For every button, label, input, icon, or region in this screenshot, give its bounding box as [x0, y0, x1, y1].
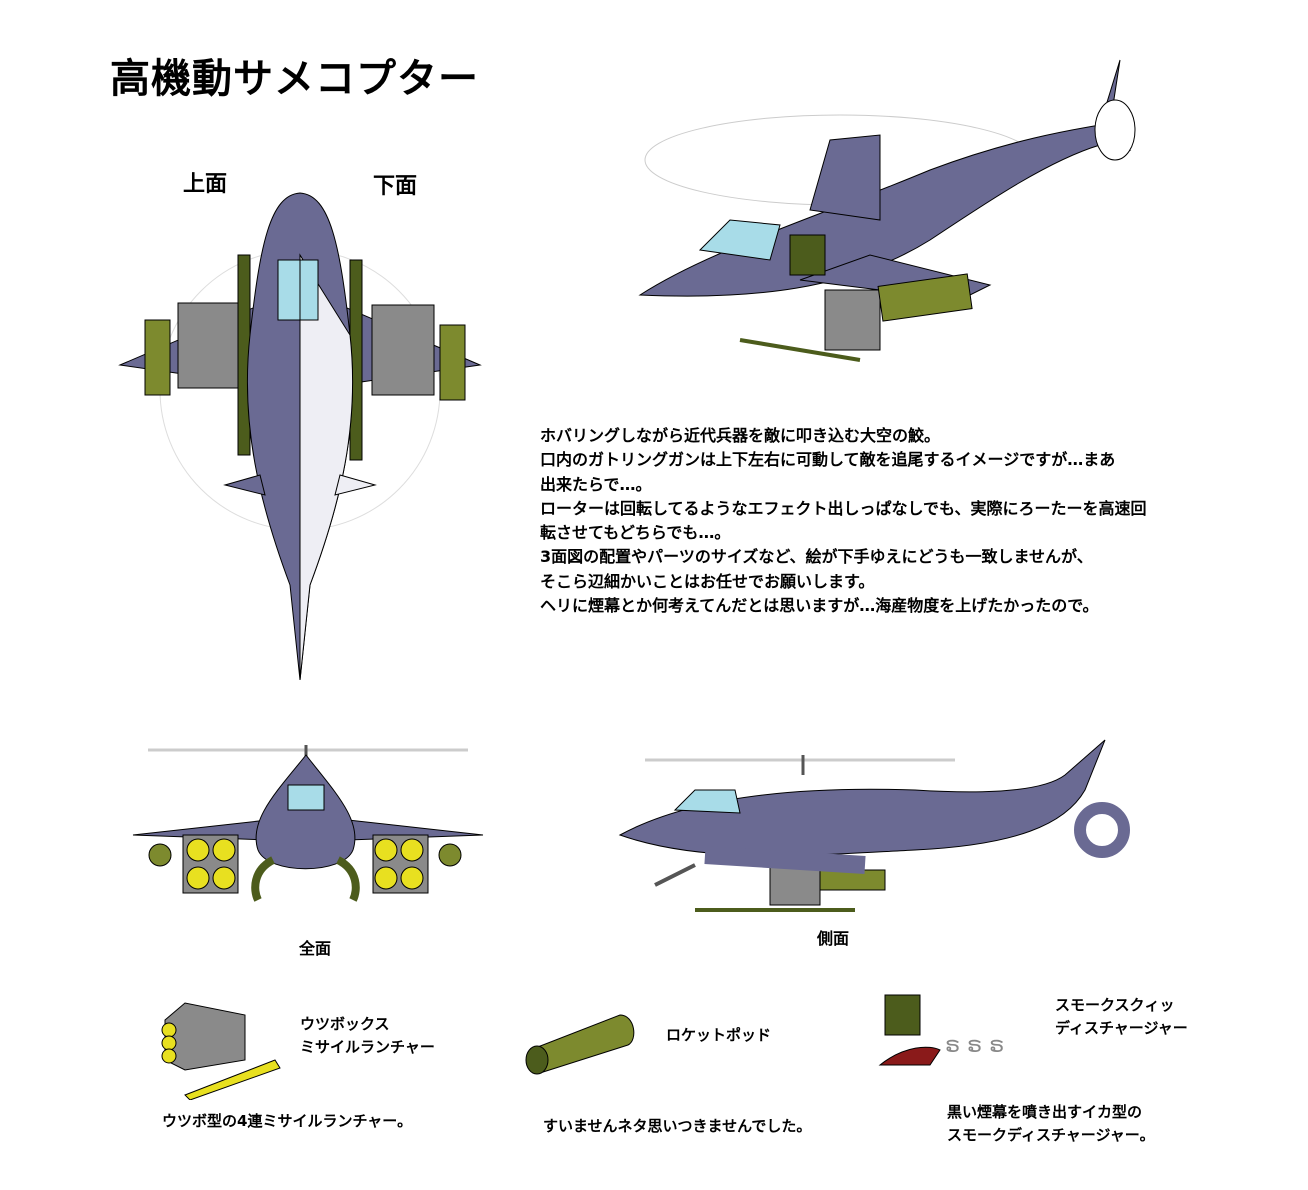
description-line: ヘリに煙幕とか何考えてんだとは思いますが…海産物度を上げたかったので。: [540, 596, 1099, 616]
part-name-line: ミサイルランチャー: [300, 1038, 435, 1056]
side-view-label: 側面: [817, 929, 850, 948]
top-bottom-view-drawing: [118, 192, 482, 681]
part-name-line: ディスチャージャー: [1055, 1019, 1188, 1037]
part-name-line: ウツボックス: [300, 1015, 390, 1033]
description-line: 3面図の配置やパーツのサイズなど、絵が下手ゆえにどうも一致しませんが、: [540, 547, 1093, 567]
part-name-smoke-squid-discharger: スモークスクィッ ディスチャージャー: [1055, 994, 1188, 1040]
description-line: そこら辺細かいことはお任せでお願いします。: [540, 571, 875, 591]
description-line: 出来たらで…。: [540, 474, 652, 494]
description-line: ホバリングしながら近代兵器を敵に叩き込む大空の鮫。: [540, 426, 941, 445]
rocket-pod-drawing: [525, 1014, 635, 1075]
top-view-label: 上面: [183, 172, 228, 197]
part-caption: ウツボ型の4連ミサイルランチャー。: [162, 1112, 413, 1130]
front-view-label: 全面: [299, 939, 332, 958]
smoke-squid-drawing: ຣ ຣ ຣ: [878, 994, 1004, 1066]
missile-launcher-drawing: [161, 1002, 281, 1100]
page-title: 高機動サメコプター: [110, 56, 479, 102]
perspective-view-drawing: [638, 59, 1136, 362]
part-name-line: スモークスクィッ: [1055, 996, 1175, 1014]
description-line: 転させてもどちらでも…。: [540, 523, 731, 543]
front-view-drawing: [132, 745, 484, 902]
description-line: ローターは回転してるようなエフェクト出しっぱなしでも、実際にろーたーを高速回: [540, 498, 1147, 518]
bottom-view-label: 下面: [373, 174, 418, 199]
part-caption-line: 黒い煙幕を噴き出すイカ型の: [947, 1103, 1143, 1121]
svg-text:ຣ ຣ ຣ: ຣ ຣ ຣ: [945, 1033, 1004, 1058]
description-line: 口内のガトリングガンは上下左右に可動して敵を追尾するイメージですが…まあ: [540, 450, 1116, 470]
part-name-rocket-pod: ロケットポッド: [666, 1026, 772, 1044]
part-name-moray-missile-launcher: ウツボックス ミサイルランチャー: [300, 1013, 435, 1059]
part-caption-line: スモークディスチャージャー。: [947, 1126, 1155, 1144]
part-caption: 黒い煙幕を噴き出すイカ型の スモークディスチャージャー。: [947, 1101, 1155, 1147]
side-view-drawing: [618, 739, 1130, 912]
description: ホバリングしながら近代兵器を敵に叩き込む大空の鮫。 口内のガトリングガンは上下左…: [540, 424, 1147, 618]
part-caption: すいませんネタ思いつきませんでした。: [543, 1117, 812, 1135]
